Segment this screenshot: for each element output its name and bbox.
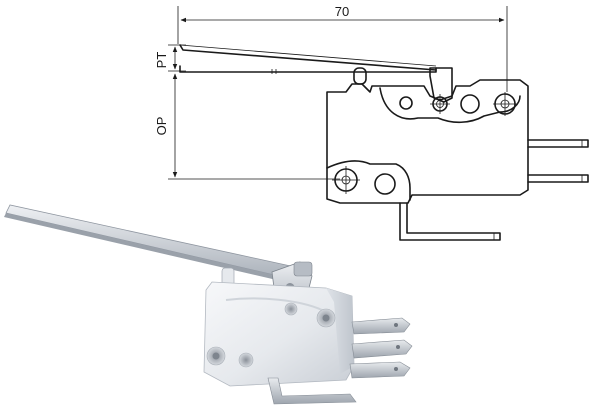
photo-hole xyxy=(238,352,254,368)
microswitch-photo xyxy=(4,204,413,405)
photo-hole xyxy=(284,302,298,316)
drawing-hole xyxy=(374,173,396,195)
dimension-op: OP xyxy=(154,73,340,180)
dim-length-label: 70 xyxy=(335,4,349,19)
dimension-pt: PT xyxy=(154,44,186,72)
actuator-plunger xyxy=(353,67,367,85)
drawing-hole xyxy=(460,94,480,114)
drawing-terminal-bottom xyxy=(399,202,501,241)
technical-drawing: 70 PT OP xyxy=(154,4,589,241)
drawing-terminals-right xyxy=(527,139,589,183)
dim-op-label: OP xyxy=(154,117,169,136)
switch-body-outline xyxy=(326,79,529,204)
lever-drawing xyxy=(179,44,453,103)
dimension-length: 70 xyxy=(177,4,508,92)
photo-body xyxy=(203,281,355,387)
photo-lever xyxy=(4,204,301,284)
drawing-hole xyxy=(399,96,413,110)
dim-pt-label: PT xyxy=(154,52,169,69)
photo-terminal-bottom xyxy=(267,377,357,405)
photo-terminals-right xyxy=(349,317,413,379)
